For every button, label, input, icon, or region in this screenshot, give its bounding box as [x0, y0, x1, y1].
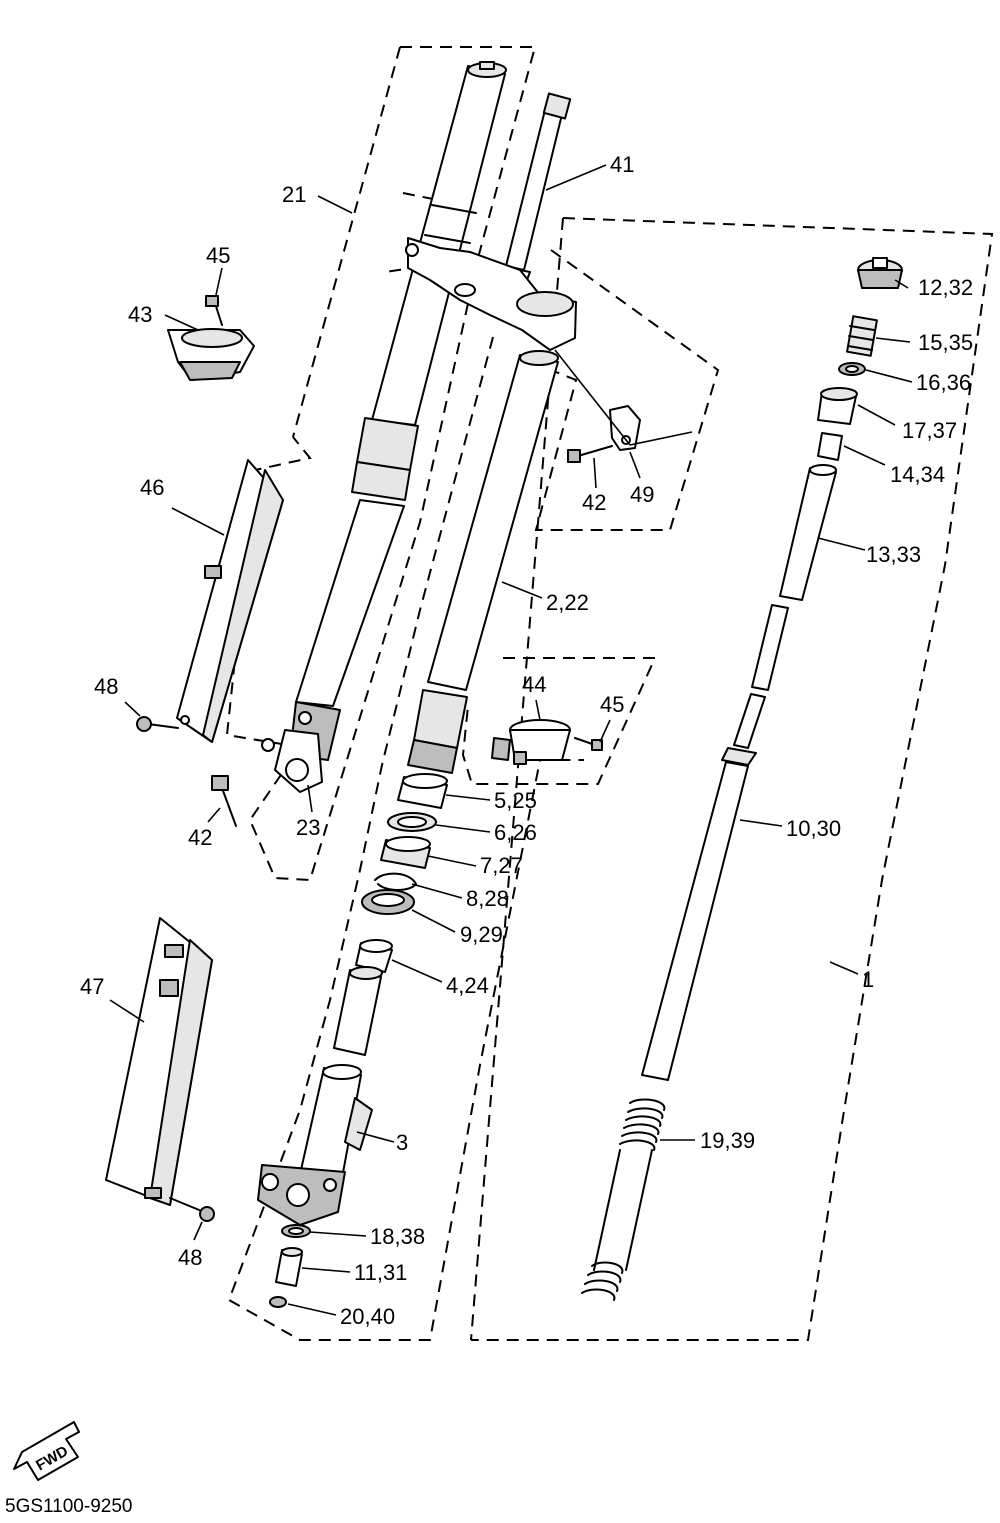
- label-19-39: 19,39: [700, 1128, 755, 1153]
- label-15-35: 15,35: [918, 330, 973, 355]
- label-5-25: 5,25: [494, 788, 537, 813]
- fork-assembly-outline-3: [227, 336, 584, 1341]
- label-47: 47: [80, 974, 104, 999]
- label-7-27: 7,27: [480, 853, 523, 878]
- label-14-34: 14,34: [890, 462, 945, 487]
- bolt-48-lower: [169, 1197, 215, 1222]
- label-46: 46: [140, 475, 164, 500]
- fork-guard-47: [105, 917, 213, 1206]
- slide-bushing-5-25: [397, 773, 448, 809]
- fork-assembly-outline-21: [225, 46, 537, 882]
- fork-guard-46: [176, 459, 284, 743]
- bolt-45-lower: [574, 737, 603, 751]
- label-42-lower: 42: [188, 825, 212, 850]
- collar-17-37: [817, 387, 858, 425]
- label-9-29: 9,29: [460, 922, 503, 947]
- diagram-code: 5GS1100-9250: [5, 1496, 132, 1517]
- clip-8-28: [374, 872, 417, 891]
- label-10-30: 10,30: [786, 816, 841, 841]
- label-13-33: 13,33: [866, 542, 921, 567]
- base-valve-11-31: [275, 1247, 303, 1287]
- label-42-upper: 42: [582, 490, 606, 515]
- label-45-lower: 45: [600, 692, 624, 717]
- label-16-36: 16,36: [916, 370, 971, 395]
- leader-lines: [109, 164, 913, 1316]
- label-45-upper: 45: [206, 243, 230, 268]
- label-18-38: 18,38: [370, 1224, 425, 1249]
- fwd-arrow: FWD: [13, 1421, 80, 1481]
- dust-seal-9-29: [361, 889, 415, 915]
- label-41: 41: [610, 152, 634, 177]
- label-4-24: 4,24: [446, 973, 489, 998]
- bolt-42-lower: [211, 775, 237, 827]
- fork-spring-19-39: [581, 1098, 666, 1301]
- bracket-49: [609, 405, 641, 451]
- washer-6-26: [387, 812, 437, 832]
- label-3: 3: [396, 1130, 408, 1155]
- label-48-upper: 48: [94, 674, 118, 699]
- bolt-42-upper: [567, 445, 613, 463]
- washer-16-36: [838, 362, 866, 376]
- brake-hose-holder-43: [167, 328, 255, 381]
- label-48-lower: 48: [178, 1245, 202, 1270]
- oil-seal-7-27: [380, 836, 431, 869]
- bolt-48-upper: [136, 716, 179, 732]
- label-12-32: 12,32: [918, 275, 973, 300]
- inner-tube-2-22: [407, 350, 559, 774]
- label-6-26: 6,26: [494, 820, 537, 845]
- fork-assembly-outline-1: [471, 217, 994, 1341]
- label-21: 21: [282, 182, 306, 207]
- part-labels: 21 45 43 41 12,32 15,35 16,36 17,37 14,3…: [80, 152, 973, 1329]
- cap-bolt-12-32: [857, 257, 903, 289]
- label-2-22: 2,22: [546, 590, 589, 615]
- label-8-28: 8,28: [466, 886, 509, 911]
- label-11-31: 11,31: [354, 1260, 407, 1285]
- label-23: 23: [296, 815, 320, 840]
- slide-metal-4-24: [333, 939, 393, 1056]
- label-20-40: 20,40: [340, 1304, 395, 1329]
- bracket-group-outline-49: [534, 249, 720, 531]
- lower-case-3: [257, 1064, 373, 1226]
- clamp-44: [491, 719, 571, 765]
- nut-20-40: [269, 1296, 287, 1308]
- label-1: 1: [862, 967, 874, 992]
- label-17-37: 17,37: [902, 418, 957, 443]
- under-bracket: [405, 237, 577, 351]
- label-49: 49: [630, 482, 654, 507]
- damper-rod-10-30: [641, 604, 789, 1081]
- label-44: 44: [522, 672, 546, 697]
- label-43: 43: [128, 302, 152, 327]
- spring-15-35: [846, 315, 878, 357]
- spacer-13-33: [779, 464, 837, 601]
- o-ring-18-38: [281, 1224, 311, 1238]
- bolt-45-upper: [205, 295, 223, 326]
- nut-14-34: [817, 432, 843, 461]
- outer-tube-21: [261, 61, 507, 793]
- clamp-group-outline-44: [461, 657, 657, 785]
